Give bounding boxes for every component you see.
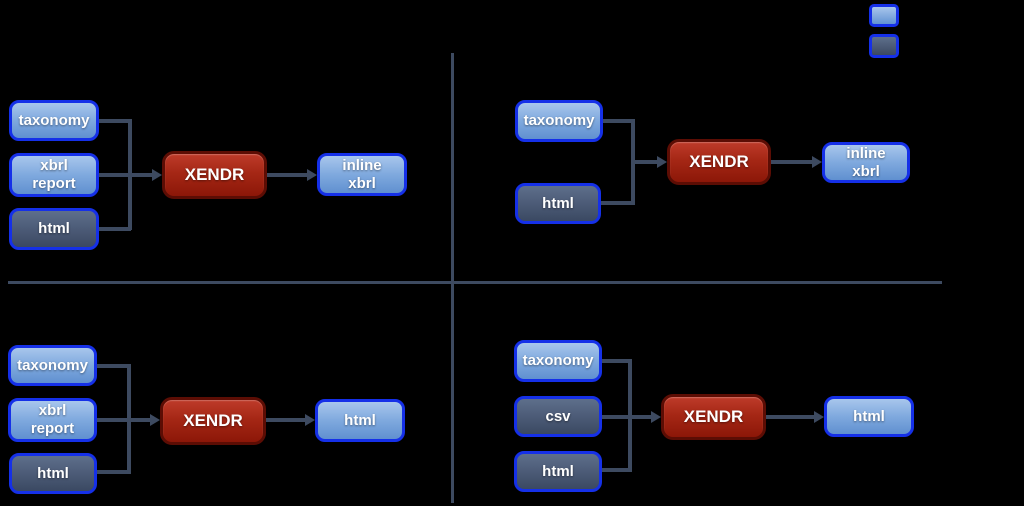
node-inline-xbrl: inline xbrl	[317, 153, 407, 196]
node-label: html	[542, 194, 574, 212]
node-label: html	[38, 220, 70, 237]
connector-line	[603, 119, 635, 123]
arrowhead-icon	[305, 414, 315, 426]
node-taxonomy: taxonomy	[515, 100, 603, 142]
connector-line	[97, 470, 131, 474]
node-xendr: XENDR	[160, 397, 266, 445]
connector-line	[99, 173, 152, 177]
connector-line	[602, 468, 632, 472]
node-html: html	[515, 183, 601, 224]
arrowhead-icon	[152, 169, 162, 181]
connector-line	[631, 160, 657, 164]
node-label: XENDR	[183, 410, 243, 430]
node-xbrl-report: xbrl report	[8, 398, 97, 442]
connector-line	[601, 201, 633, 205]
node-taxonomy: taxonomy	[8, 345, 97, 386]
node-taxonomy: taxonomy	[514, 340, 602, 382]
node-csv: csv	[514, 396, 602, 437]
node-label: XENDR	[184, 164, 245, 184]
connector-line	[771, 160, 812, 164]
arrowhead-icon	[657, 156, 667, 168]
node-label: taxonomy	[522, 352, 594, 369]
legend-swatch-light-blue	[869, 4, 899, 27]
node-html-output: html	[824, 396, 914, 437]
node-taxonomy: taxonomy	[9, 100, 99, 141]
node-label: csv	[545, 407, 571, 425]
connector-line	[602, 415, 651, 419]
node-label: taxonomy	[523, 112, 595, 129]
legend-swatch-dark-slate	[869, 34, 899, 58]
node-label: inline xbrl	[342, 156, 382, 192]
node-label: xbrl report	[30, 402, 75, 437]
node-label: html	[344, 411, 376, 429]
quadrant-divider-horizontal	[8, 281, 942, 284]
node-label: html	[542, 462, 574, 480]
arrowhead-icon	[812, 156, 822, 168]
node-html-output: html	[315, 399, 405, 442]
node-xendr: XENDR	[162, 151, 267, 199]
connector-line	[97, 418, 150, 422]
arrowhead-icon	[651, 411, 661, 423]
node-html: html	[9, 208, 99, 250]
arrowhead-icon	[307, 169, 317, 181]
node-html: html	[514, 451, 602, 492]
connector-line	[602, 359, 632, 363]
arrowhead-icon	[150, 414, 160, 426]
connector-line	[267, 173, 307, 177]
node-xbrl-report: xbrl report	[9, 153, 99, 197]
node-label: inline xbrl	[846, 144, 886, 180]
connector-line	[99, 227, 131, 231]
node-label: XENDR	[683, 406, 744, 426]
node-xendr: XENDR	[661, 394, 766, 440]
node-label: html	[853, 407, 885, 425]
node-inline-xbrl: inline xbrl	[822, 142, 910, 183]
node-label: taxonomy	[18, 111, 90, 129]
node-label: taxonomy	[17, 356, 88, 374]
node-label: html	[37, 464, 69, 482]
arrowhead-icon	[814, 411, 824, 423]
node-html: html	[9, 453, 97, 494]
quadrant-divider-vertical	[451, 53, 454, 503]
node-xendr: XENDR	[667, 139, 771, 185]
connector-line	[766, 415, 814, 419]
connector-line	[99, 119, 131, 123]
connector-line	[97, 364, 131, 368]
node-label: xbrl report	[32, 157, 76, 192]
connector-line	[266, 418, 305, 422]
node-label: XENDR	[689, 151, 749, 171]
